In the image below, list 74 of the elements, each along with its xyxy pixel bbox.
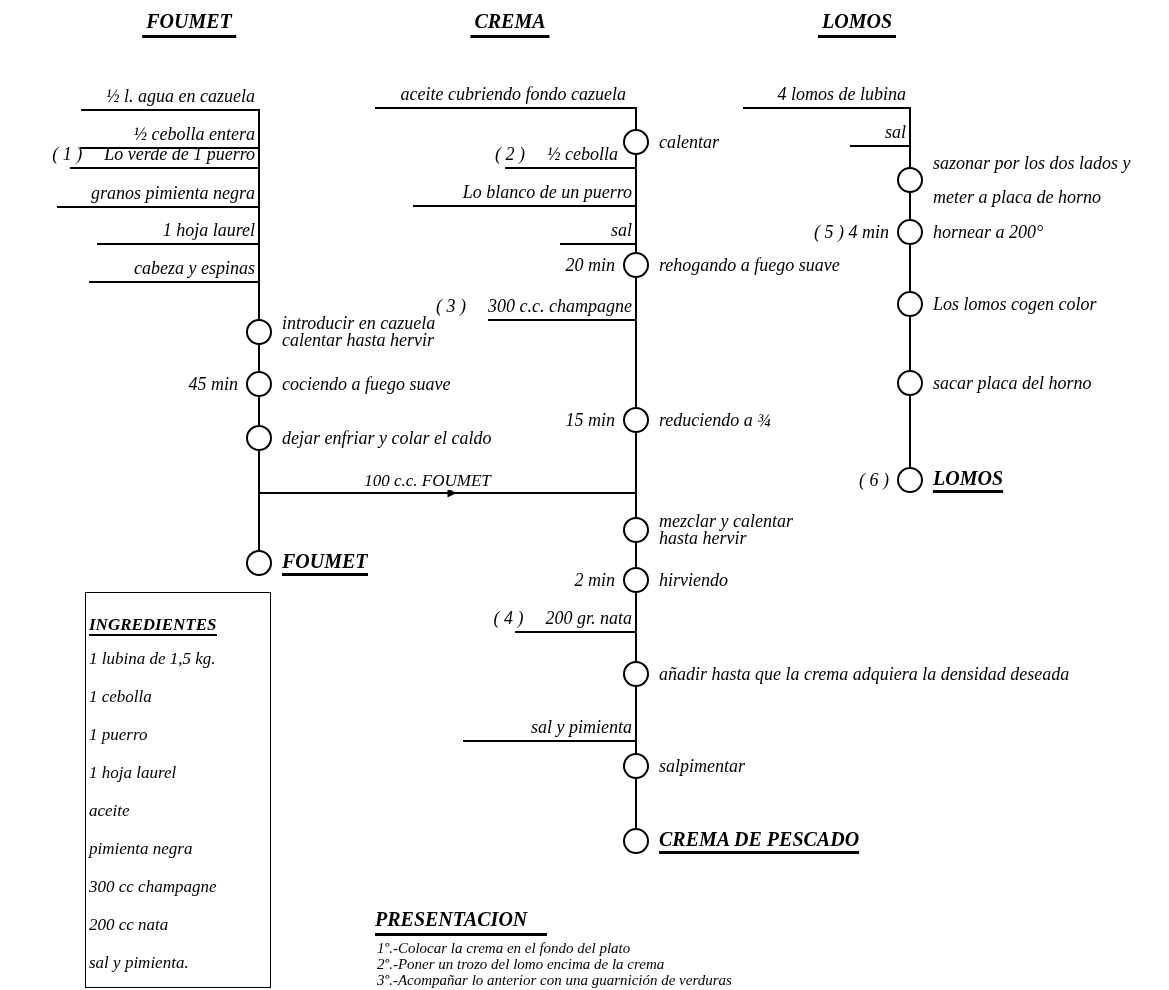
ingredient-label: sal [885, 122, 906, 142]
ingredient-item: 1 cebolla [89, 687, 153, 708]
step-number: ( 3 ) [436, 295, 467, 317]
connector-line [258, 344, 260, 372]
step-note: 15 min [565, 409, 615, 431]
ingredient-item: 1 puerro [89, 725, 149, 746]
ingredient-label: 1 hoja laurel [162, 220, 255, 240]
connector-line [487, 277, 637, 408]
ingredient-label: granos pimienta negra [91, 183, 255, 203]
connector-line [909, 244, 911, 292]
instruction-text: 2º.-Poner un trozo del lomo encima de la crema [377, 956, 665, 972]
ingredient-label: sal [611, 220, 632, 240]
connector-line [909, 316, 911, 371]
step-note: 45 min [188, 373, 238, 395]
step-label: introducir en cazuela calentar hasta hervir [282, 315, 436, 349]
result-label: CREMA DE PESCADO [659, 828, 860, 854]
step-label: hornear a 200° [933, 223, 1044, 241]
ingredient-item: 1 lubina de 1,5 kg. [89, 649, 217, 670]
connector-line [742, 107, 911, 168]
connector-line [412, 154, 637, 253]
step-number: ( 2 ) [495, 143, 525, 165]
column-heading: LOMOS [818, 10, 896, 38]
ingredient-label: Lo blanco de un puerro [462, 182, 632, 202]
result-label: LOMOS [933, 467, 1003, 493]
connector-line [514, 592, 637, 662]
step-label: dejar enfriar y colar el caldo [282, 429, 492, 447]
ingredient-label: sal y pimienta [531, 717, 632, 737]
column-heading: FOUMET [142, 10, 236, 38]
step-label: cociendo a fuego suave [282, 375, 451, 393]
ingredient-label: ½ cebolla entera [133, 124, 255, 144]
instruction-text: 1º.-Colocar la crema en el fondo del plato [377, 940, 631, 956]
instruction-text: 3º.-Acompañar lo anterior con una guarnición de verduras [377, 972, 732, 988]
step-number: ( 1 ) [52, 143, 83, 165]
connector-line [462, 686, 637, 754]
list-heading: INGREDIENTES [89, 615, 218, 635]
step-note: ( 6 ) [859, 469, 889, 491]
ingredient-label: aceite cubriendo fondo cazuela [400, 84, 626, 104]
ingredient-item: sal y pimienta. [89, 953, 190, 974]
step-number: ( 4 ) [493, 607, 524, 629]
ingredient-item: 200 cc nata [89, 915, 170, 936]
connector-line [909, 395, 911, 468]
ingredient-item: 300 cc champagne [89, 877, 218, 898]
connector-line [909, 192, 911, 220]
ingredient-label: 300 c.c. champagne [488, 296, 632, 316]
connector-line [374, 107, 637, 130]
step-label: calentar [659, 133, 719, 151]
ingredient-label: 200 gr. nata [545, 608, 632, 628]
column-heading: CREMA [470, 10, 550, 38]
connector-line [635, 542, 637, 568]
section-heading: PRESENTACION [375, 908, 548, 936]
step-note: ( 5 ) 4 min [814, 221, 889, 243]
step-note: 2 min [574, 569, 615, 591]
ingredient-label: 4 lomos de lubina [777, 84, 906, 104]
step-label: reduciendo a ¾ [659, 411, 771, 429]
ingredient-item: pimienta negra [89, 839, 194, 860]
connector-line [56, 109, 260, 320]
ingredient-label: ½ l. agua en cazuela [106, 86, 255, 106]
step-label: hirviendo [659, 571, 728, 589]
edge-label: 100 c.c. FOUMET [362, 472, 493, 490]
ingredient-item: 1 hoja laurel [89, 763, 178, 784]
ingredients-panel [85, 592, 271, 988]
step-label: rehogando a fuego suave [659, 256, 840, 274]
step-note: 20 min [565, 254, 615, 276]
step-label: mezclar y calentar hasta hervir [659, 513, 794, 547]
connector-line [635, 778, 637, 829]
result-label: FOUMET [282, 550, 368, 576]
step-label: Los lomos cogen color [933, 295, 1097, 313]
ingredient-item: aceite [89, 801, 131, 822]
ingredient-label: cabeza y espinas [134, 258, 255, 278]
ingredient-label: ½ cebolla [547, 144, 618, 164]
step-label: añadir hasta que la crema adquiera la densidad deseada [659, 665, 1070, 683]
step-label: salpimentar [659, 757, 745, 775]
step-label: sacar placa del horno [933, 374, 1092, 392]
connector-line [258, 396, 260, 426]
